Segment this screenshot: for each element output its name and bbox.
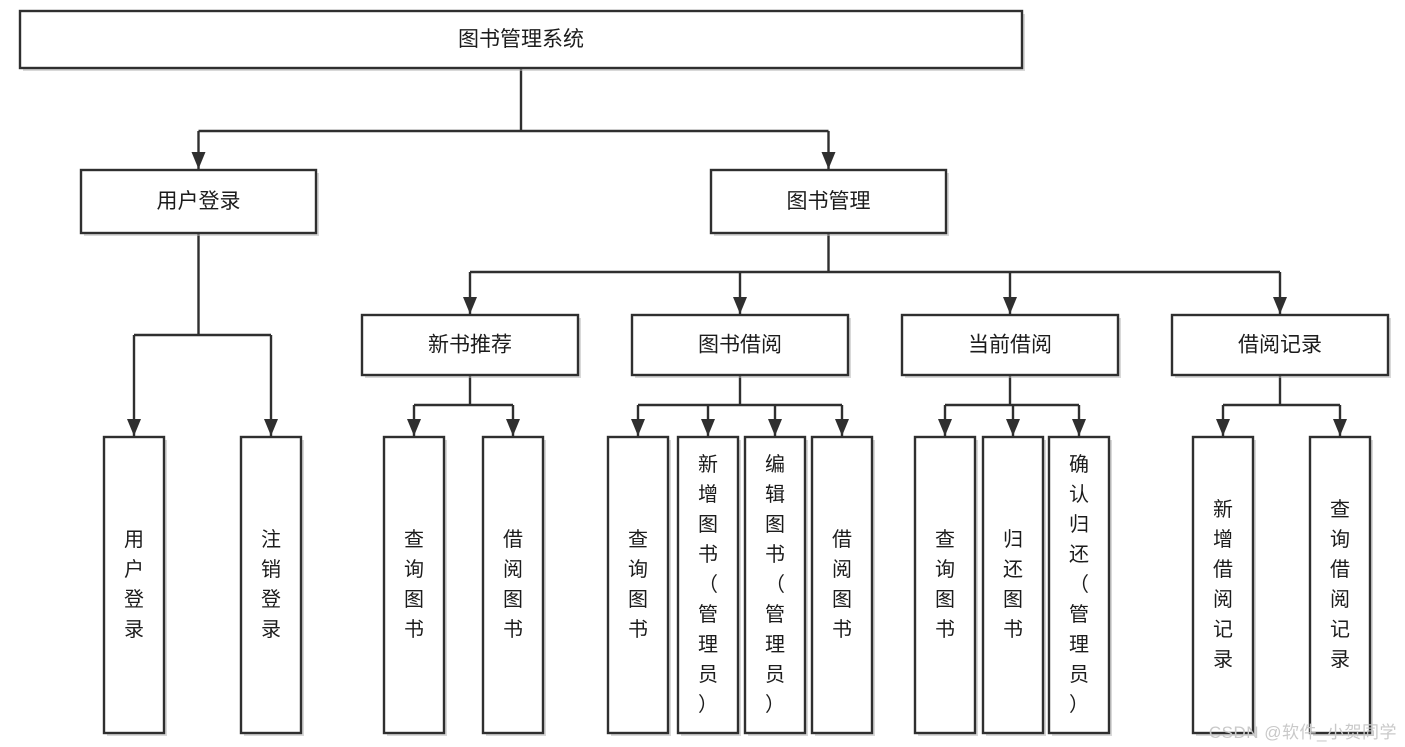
node-box: [900, 313, 1120, 377]
edge-arrowhead: [1072, 419, 1086, 436]
node-label: 查询图书: [404, 528, 424, 641]
edge-arrowhead: [938, 419, 952, 436]
node-label: 查询借阅记录: [1330, 498, 1350, 671]
edge-group-n_current_borrow: [938, 375, 1086, 436]
node-l-user-login[interactable]: 用户登录: [102, 435, 167, 736]
node-label: 查询图书: [935, 528, 955, 641]
node-box: [1308, 435, 1372, 735]
node-label: 图书借阅: [698, 334, 782, 357]
watermark-label: CSDN @软件_小贺同学: [1208, 723, 1397, 742]
node-label: 用户登录: [124, 529, 144, 641]
edge-arrowhead: [506, 419, 520, 436]
edge-arrowhead: [1216, 419, 1230, 436]
edge-arrowhead: [1273, 297, 1287, 314]
node-label: 图书管理系统: [458, 28, 584, 51]
node-root[interactable]: 图书管理系统: [18, 9, 1025, 71]
node-label: 用户登录: [157, 190, 241, 213]
edge-group-n_user_login: [127, 233, 278, 436]
node-n-new-book-rec[interactable]: 新书推荐: [360, 313, 581, 378]
edge-arrowhead: [821, 152, 836, 169]
edge-arrowhead: [835, 419, 849, 436]
node-l-borrow-book-1[interactable]: 借阅图书: [481, 435, 546, 736]
edge-arrowhead: [127, 419, 141, 436]
edge-group-n_new_book_rec: [407, 375, 520, 436]
node-label: 借阅记录: [1238, 334, 1322, 357]
node-l-add-book[interactable]: 新增图书（管理员）: [676, 435, 741, 736]
node-label: 新增借阅记录: [1213, 498, 1233, 671]
node-l-edit-book[interactable]: 编辑图书（管理员）: [743, 435, 808, 736]
edge-group-n_borrow_record: [1216, 375, 1347, 436]
edge-arrowhead: [631, 419, 645, 436]
node-box: [630, 313, 850, 377]
node-box: [810, 435, 874, 735]
node-box: [481, 435, 545, 735]
edge-arrowhead: [701, 419, 715, 436]
node-box: [981, 435, 1045, 735]
node-l-borrow-book-2[interactable]: 借阅图书: [810, 435, 875, 736]
node-box: [1191, 435, 1255, 735]
node-box: [1047, 435, 1111, 735]
node-label: 图书管理: [787, 190, 871, 213]
node-label: 确认归还（管理员）: [1069, 453, 1089, 716]
node-label: 借阅图书: [832, 528, 852, 641]
node-label: 新书推荐: [428, 334, 512, 357]
edge-arrowhead: [1003, 297, 1017, 314]
node-l-query-record[interactable]: 查询借阅记录: [1308, 435, 1373, 736]
edge-arrowhead: [1006, 419, 1020, 436]
node-l-add-record[interactable]: 新增借阅记录: [1191, 435, 1256, 736]
node-label: 编辑图书（管理员）: [765, 453, 785, 716]
edge-arrowhead: [191, 152, 206, 169]
node-label: 归还图书: [1003, 528, 1023, 641]
node-label: 新增图书（管理员）: [698, 453, 718, 716]
node-box: [102, 435, 166, 735]
node-l-return-book[interactable]: 归还图书: [981, 435, 1046, 736]
node-label: 查询图书: [628, 528, 648, 641]
node-box: [382, 435, 446, 735]
edge-arrowhead: [264, 419, 278, 436]
node-label: 当前借阅: [968, 334, 1052, 357]
edge-group-n_book_mgmt: [463, 233, 1287, 314]
node-box: [913, 435, 977, 735]
node-l-logout[interactable]: 注销登录: [239, 435, 304, 736]
node-l-query-book-2[interactable]: 查询图书: [606, 435, 671, 736]
node-n-current-borrow[interactable]: 当前借阅: [900, 313, 1121, 378]
node-box: [743, 435, 807, 735]
node-n-borrow-record[interactable]: 借阅记录: [1170, 313, 1391, 378]
edge-group-root: [191, 68, 836, 169]
node-box: [1170, 313, 1390, 377]
node-box: [79, 168, 318, 235]
edge-arrowhead: [733, 297, 747, 314]
edge-group-n_book_borrow: [631, 375, 849, 436]
node-n-user-login[interactable]: 用户登录: [79, 168, 319, 236]
node-n-book-borrow[interactable]: 图书借阅: [630, 313, 851, 378]
edge-arrowhead: [407, 419, 421, 436]
node-box: [18, 9, 1024, 70]
node-l-query-book-3[interactable]: 查询图书: [913, 435, 978, 736]
edge-arrowhead: [768, 419, 782, 436]
node-box: [606, 435, 670, 735]
node-l-query-book-1[interactable]: 查询图书: [382, 435, 447, 736]
node-n-book-mgmt[interactable]: 图书管理: [709, 168, 949, 236]
node-box: [239, 435, 303, 735]
node-label: 借阅图书: [503, 528, 523, 641]
edge-arrowhead: [1333, 419, 1347, 436]
node-layer: 图书管理系统用户登录图书管理新书推荐图书借阅当前借阅借阅记录用户登录注销登录查询…: [18, 9, 1391, 736]
node-box: [360, 313, 580, 377]
node-label: 注销登录: [261, 528, 281, 641]
node-box: [709, 168, 948, 235]
edge-layer: [127, 68, 1347, 436]
node-box: [676, 435, 740, 735]
edge-arrowhead: [463, 297, 477, 314]
node-l-confirm-return[interactable]: 确认归还（管理员）: [1047, 435, 1112, 736]
